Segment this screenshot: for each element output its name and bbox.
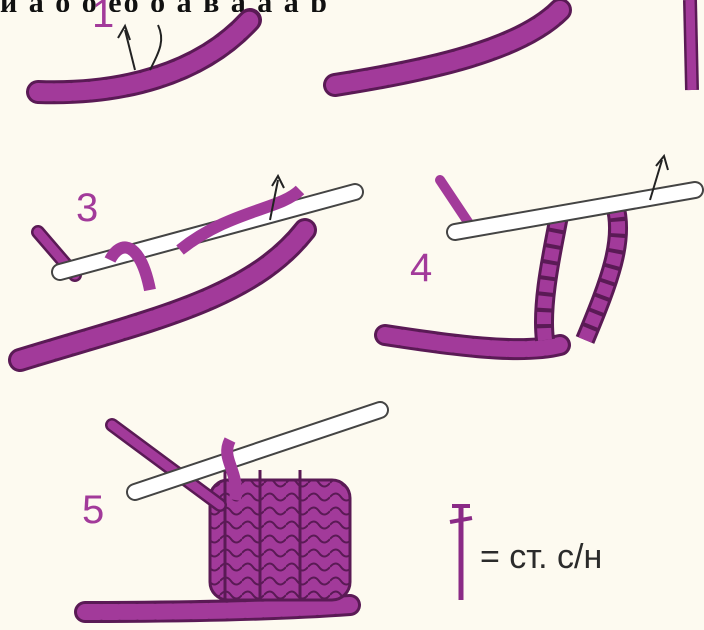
step-5-label: 5 bbox=[82, 490, 104, 530]
step-1-label: 1 bbox=[92, 0, 114, 34]
step-1-illustration bbox=[38, 20, 250, 92]
step-5-illustration bbox=[85, 410, 380, 612]
step-3-illustration bbox=[20, 176, 355, 360]
step-2-illustration bbox=[335, 0, 692, 90]
step-4-label: 4 bbox=[410, 248, 432, 288]
legend-text: = ст. с/н bbox=[480, 538, 602, 577]
step-3-label: 3 bbox=[76, 188, 98, 228]
legend-stitch-symbol bbox=[450, 506, 472, 600]
